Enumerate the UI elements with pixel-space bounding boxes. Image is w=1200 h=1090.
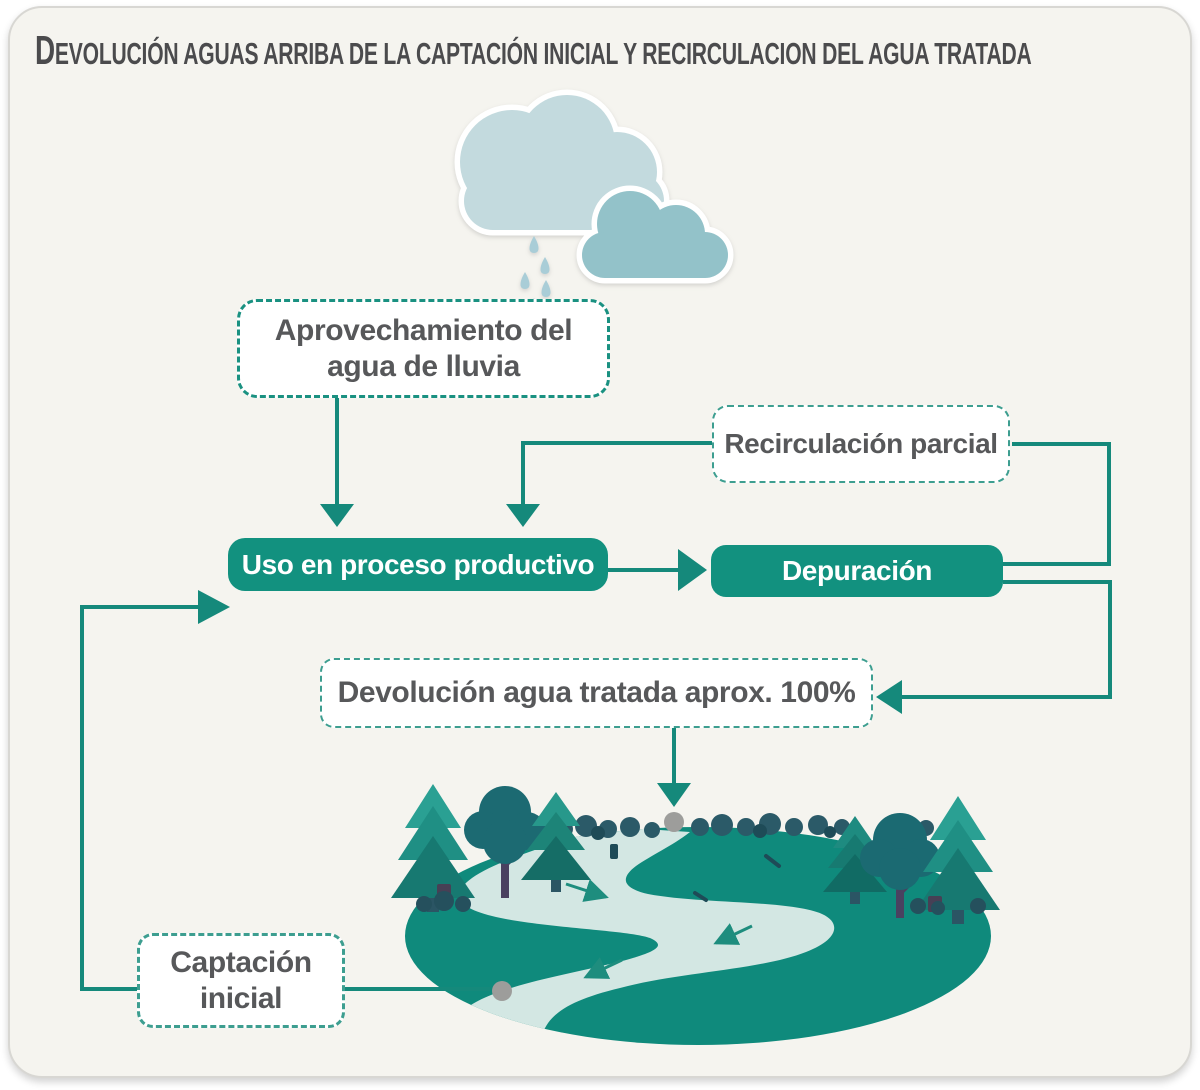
node-aprovechamiento-agua-lluvia: Aprovechamiento del agua de lluvia	[237, 299, 610, 398]
node-devolucion-agua-tratada: Devolución agua tratada aprox. 100%	[320, 658, 873, 728]
cloud-front-fill	[582, 191, 728, 278]
node-captacion-inicial: Captación inicial	[137, 933, 345, 1028]
river-flow-arrows	[565, 879, 753, 979]
node-depuracion: Depuración	[711, 545, 1003, 597]
ground-details	[610, 844, 781, 902]
node-uso-proceso-productivo: Uso en proceso productivo	[228, 538, 608, 591]
river-path	[445, 827, 835, 1045]
river-return-point	[664, 812, 684, 832]
river-landscape-icon	[391, 784, 1000, 1045]
tree-cluster-right	[823, 796, 1000, 924]
page-title: DEVOLUCIÓN AGUAS ARRIBA DE LA CAPTACIÓN …	[35, 27, 1032, 73]
tree-cluster-left	[391, 784, 591, 912]
rain-cloud-icon	[454, 89, 734, 315]
connector-lines	[80, 398, 1112, 991]
node-recirculacion-parcial: Recirculación parcial	[712, 405, 1010, 483]
river-intake-point	[492, 981, 512, 1001]
